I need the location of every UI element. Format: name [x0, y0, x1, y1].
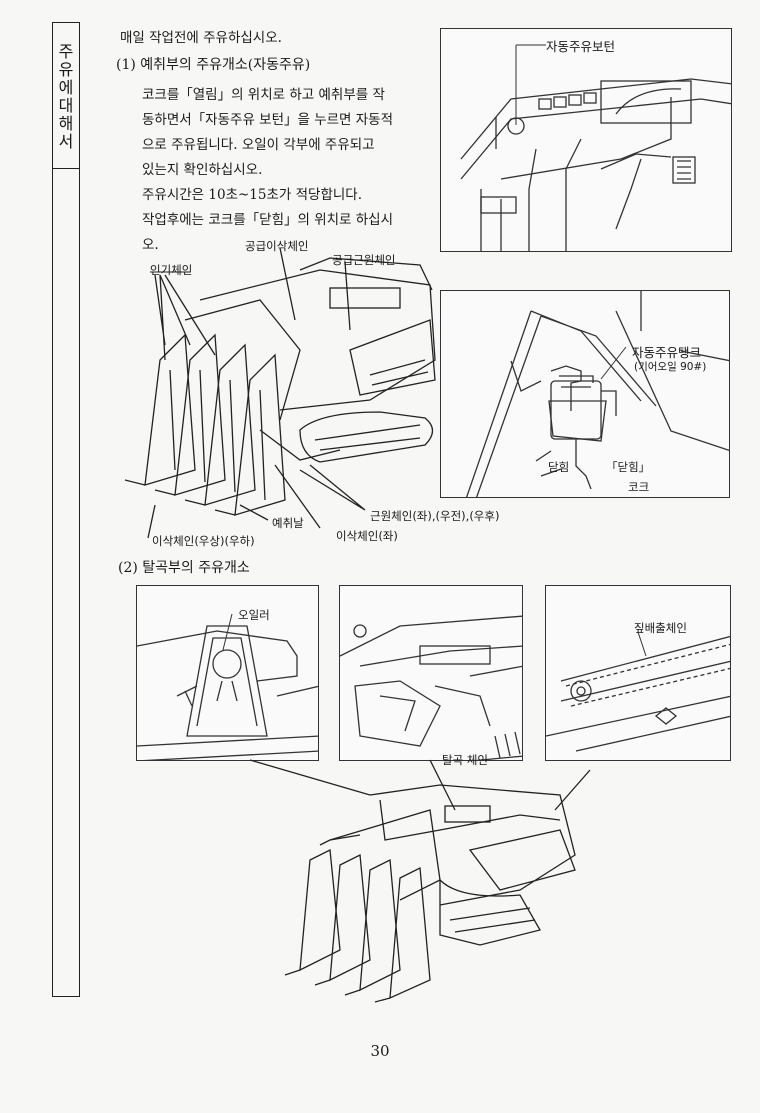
- sidebar-title: 주 유 에 대 해 서: [53, 43, 79, 151]
- oiler-figure: [136, 585, 319, 761]
- label-closed-left: 닫힘: [548, 460, 570, 474]
- label-ear-chain-right: 이삭체인(우상)(우하): [152, 534, 255, 548]
- sidebar-char: 해: [58, 114, 74, 133]
- tank-drawing: [466, 291, 729, 497]
- label-cock: 코크: [628, 480, 650, 494]
- label-supply-threshing-chain: 공급이삭체인: [245, 239, 309, 253]
- oiler-drawing: [137, 613, 318, 760]
- label-auto-tank: 자동주유탱크: [632, 345, 702, 360]
- straw-chain-drawing: [546, 631, 730, 752]
- section1-line: 으로 주유됩니다. 오일이 각부에 주유되고: [142, 137, 375, 153]
- control-panel-drawing: [460, 44, 731, 251]
- intro-text: 매일 작업전에 주유하십시오.: [120, 30, 282, 46]
- sidebar-char: 서: [58, 132, 74, 151]
- section1-line: 오.: [142, 237, 159, 253]
- label-blade: 예취날: [272, 516, 304, 530]
- sidebar-tab: 주 유 에 대 해 서: [52, 22, 80, 997]
- label-closed-right: 「닫힘」: [606, 460, 651, 474]
- label-threshing-chain: 탈곡 체인: [442, 753, 488, 767]
- label-oiler: 오일러: [238, 608, 270, 622]
- section2-heading: (2) 탈곡부의 주유개소: [118, 560, 250, 576]
- label-raising-chain: 인기체인: [150, 263, 193, 277]
- label-ear-chain-left: 이삭체인(좌): [336, 529, 398, 543]
- label-auto-button: 자동주유보턴: [546, 39, 616, 54]
- auto-button-figure: [440, 28, 732, 252]
- label-supply-root-chain: 공급근원체인: [332, 253, 396, 267]
- section1-line: 동하면서「자동주유 보턴」을 누르면 자동적: [142, 112, 394, 128]
- auto-tank-figure: [440, 290, 730, 498]
- section1-line: 있는지 확인하십시오.: [142, 162, 263, 178]
- sidebar-char: 에: [58, 78, 74, 97]
- label-tank-oil: (기어오일 90#): [634, 361, 707, 373]
- section1-line: 코크를「열림」의 위치로 하고 예취부를 작: [142, 87, 385, 103]
- threshing-chain-figure: [339, 585, 523, 761]
- label-root-chain: 근원체인(좌),(우전),(우후): [370, 509, 500, 523]
- section1-line: 주유시간은 10초~15초가 적당합니다.: [142, 187, 363, 203]
- sidebar-divider: [53, 168, 79, 169]
- sidebar-char: 유: [58, 60, 74, 79]
- page-number: 30: [370, 1042, 390, 1060]
- sidebar-char: 대: [58, 96, 74, 115]
- sidebar-char: 주: [58, 42, 74, 61]
- straw-chain-figure: [545, 585, 731, 761]
- section1-line: 작업후에는 코크를「닫힘」의 위치로 하십시: [142, 212, 394, 228]
- threshing-drawing: [340, 615, 522, 760]
- label-straw-chain: 짚배출체인: [634, 621, 687, 635]
- section1-heading: (1) 예취부의 주유개소(자동주유): [116, 57, 311, 73]
